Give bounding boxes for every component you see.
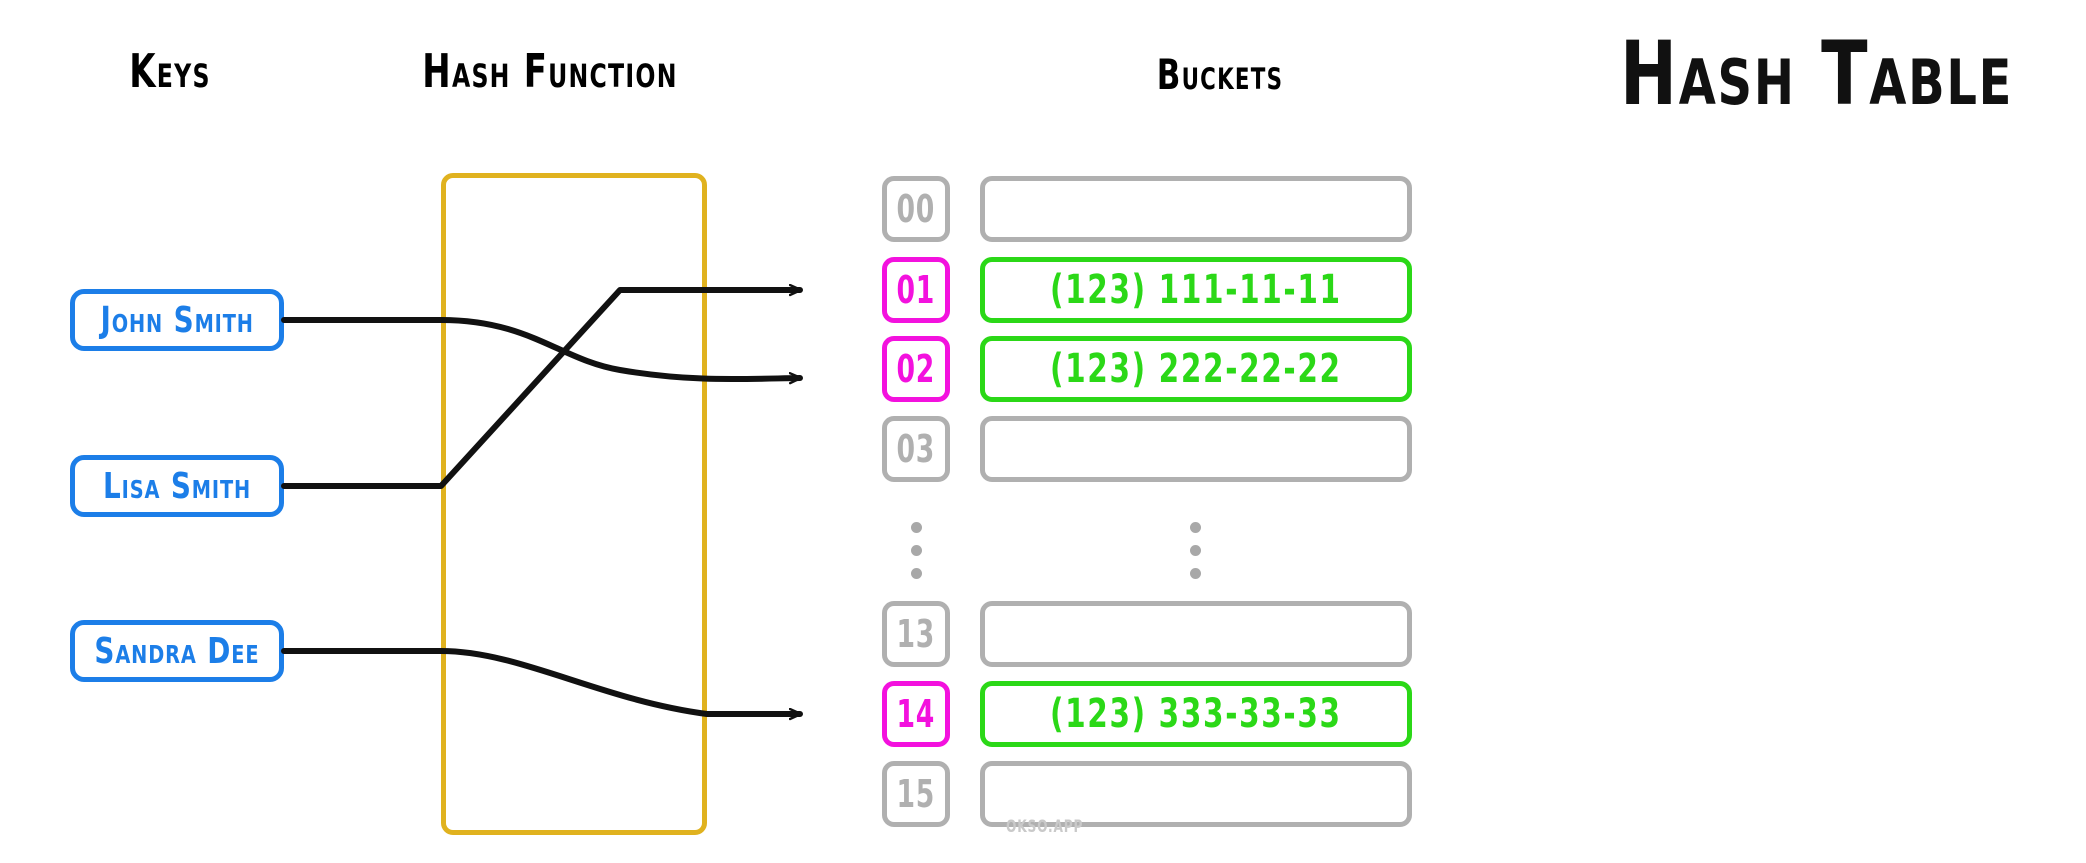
key-label: Lisa Smith bbox=[102, 465, 252, 507]
bucket-index-13[interactable]: 13 bbox=[882, 601, 950, 667]
key-box-lisa-smith[interactable]: Lisa Smith bbox=[70, 455, 284, 517]
bucket-index-label: 01 bbox=[896, 268, 936, 312]
dot-icon bbox=[911, 568, 922, 579]
bucket-index-label: 00 bbox=[896, 187, 936, 231]
bucket-value-15[interactable] bbox=[980, 761, 1412, 827]
bucket-index-label: 14 bbox=[896, 692, 936, 736]
page-title: Hash Table bbox=[1620, 22, 2014, 125]
bucket-value-14[interactable]: (123) 333-33-33 bbox=[980, 681, 1412, 747]
bucket-index-label: 13 bbox=[896, 612, 936, 656]
bucket-value-label: (123) 111-11-11 bbox=[1050, 267, 1342, 313]
dot-icon bbox=[1190, 545, 1201, 556]
bucket-value-00[interactable] bbox=[980, 176, 1412, 242]
hash-function-box[interactable] bbox=[441, 173, 707, 835]
column-heading-keys: Keys bbox=[129, 44, 211, 98]
key-box-sandra-dee[interactable]: Sandra Dee bbox=[70, 620, 284, 682]
column-heading-hash-function: Hash Function bbox=[422, 44, 678, 98]
dot-icon bbox=[1190, 522, 1201, 533]
watermark-label: OKSO.APP bbox=[1006, 817, 1084, 837]
bucket-index-label: 15 bbox=[896, 772, 936, 816]
bucket-index-00[interactable]: 00 bbox=[882, 176, 950, 242]
dot-icon bbox=[911, 522, 922, 533]
dot-icon bbox=[911, 545, 922, 556]
bucket-value-03[interactable] bbox=[980, 416, 1412, 482]
bucket-index-02[interactable]: 02 bbox=[882, 336, 950, 402]
column-heading-buckets: Buckets bbox=[1156, 50, 1284, 99]
bucket-index-label: 02 bbox=[896, 347, 936, 391]
key-box-john-smith[interactable]: John Smith bbox=[70, 289, 284, 351]
bucket-value-02[interactable]: (123) 222-22-22 bbox=[980, 336, 1412, 402]
bucket-value-13[interactable] bbox=[980, 601, 1412, 667]
bucket-index-label: 03 bbox=[896, 427, 936, 471]
bucket-index-01[interactable]: 01 bbox=[882, 257, 950, 323]
bucket-value-01[interactable]: (123) 111-11-11 bbox=[980, 257, 1412, 323]
key-label: Sandra Dee bbox=[94, 630, 260, 672]
ellipsis-icon-value-column bbox=[1190, 522, 1201, 579]
bucket-index-03[interactable]: 03 bbox=[882, 416, 950, 482]
bucket-index-15[interactable]: 15 bbox=[882, 761, 950, 827]
dot-icon bbox=[1190, 568, 1201, 579]
bucket-value-label: (123) 222-22-22 bbox=[1050, 346, 1342, 392]
key-label: John Smith bbox=[100, 299, 254, 341]
bucket-index-14[interactable]: 14 bbox=[882, 681, 950, 747]
bucket-value-label: (123) 333-33-33 bbox=[1050, 691, 1342, 737]
ellipsis-icon-index-column bbox=[911, 522, 922, 579]
